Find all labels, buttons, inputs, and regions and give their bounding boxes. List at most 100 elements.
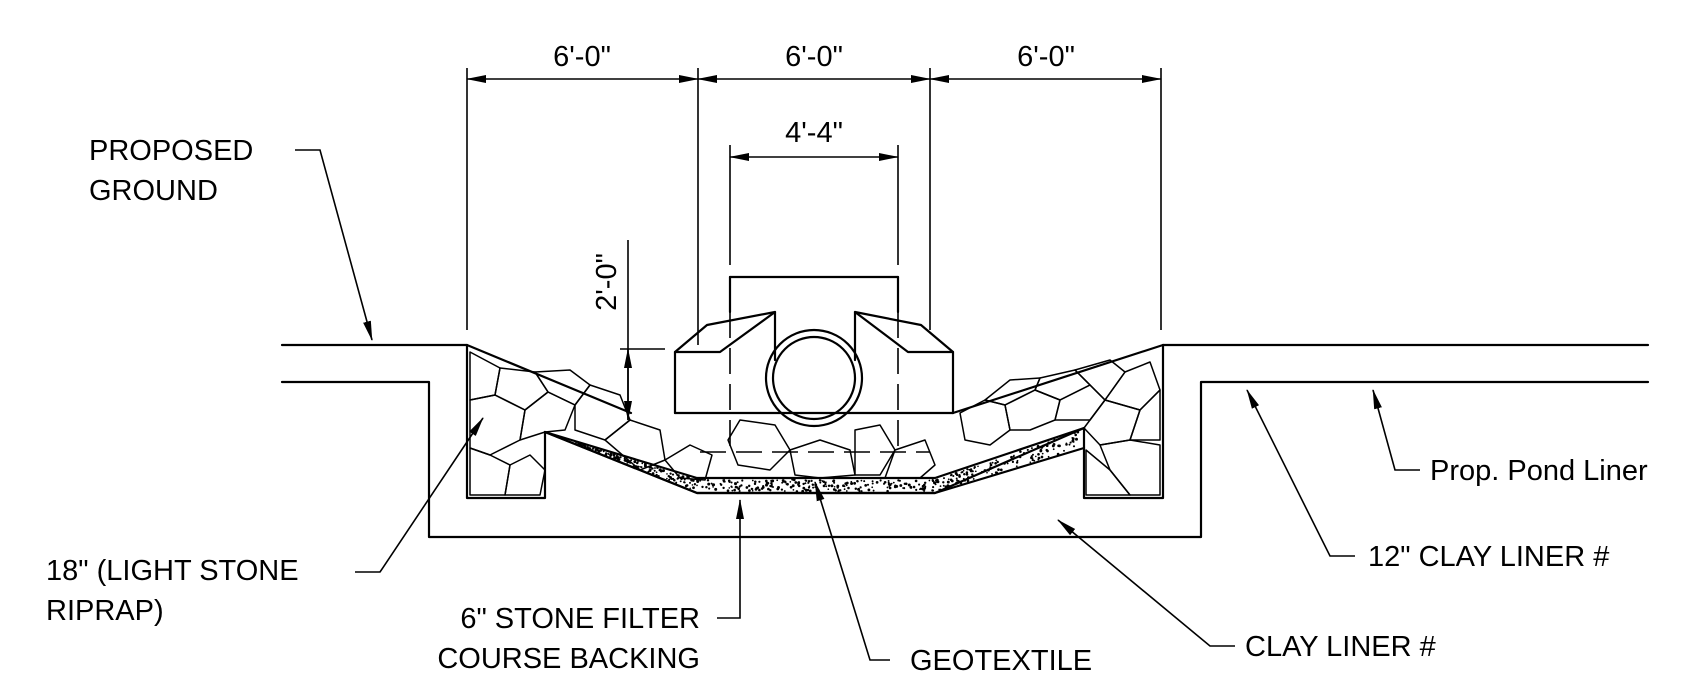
stipple-dot <box>830 484 834 488</box>
stipple-dot <box>1036 444 1040 448</box>
stipple-dot <box>807 479 811 483</box>
stipple-dot <box>753 482 757 486</box>
stipple-dot <box>887 482 891 486</box>
stipple-dot <box>640 466 643 469</box>
stipple-dot <box>801 489 805 493</box>
stone-filter-course <box>543 426 1086 495</box>
stipple-dot <box>962 477 965 480</box>
leader-lines <box>295 149 1420 661</box>
stipple-dot <box>907 483 911 487</box>
stipple-dot <box>974 470 977 473</box>
stipple-dot <box>1012 455 1015 458</box>
stipple-dot <box>932 486 935 489</box>
stipple-dot <box>997 468 1000 471</box>
stipple-dot <box>890 482 893 485</box>
stipple-dot <box>737 487 741 491</box>
stipple-dot <box>931 489 934 492</box>
stipple-dot <box>939 485 942 487</box>
dim-center-width: 6'-0" <box>785 41 843 73</box>
stipple-dot <box>789 481 792 483</box>
stipple-dot <box>804 482 807 485</box>
stipple-dot <box>751 489 754 492</box>
stipple-dot <box>604 453 608 457</box>
stipple-dot <box>1037 456 1041 460</box>
stipple-dot <box>797 484 801 488</box>
stipple-dot <box>781 481 784 484</box>
stipple-dot <box>1015 461 1019 464</box>
stipple-dot <box>922 488 926 491</box>
stipple-dot <box>973 465 976 469</box>
stipple-dot <box>1056 452 1060 456</box>
stipple-dot <box>728 480 731 484</box>
stipple-dot <box>734 485 738 489</box>
stipple-dot <box>1030 447 1033 450</box>
stipple-dot <box>776 479 779 482</box>
stipple-dot <box>1045 444 1049 448</box>
stipple-dot <box>808 489 812 493</box>
stipple-dot <box>899 484 903 487</box>
stipple-dot <box>762 484 765 488</box>
stipple-dot <box>649 468 652 471</box>
headwall-end-section <box>673 275 955 455</box>
stipple-dot <box>769 485 772 487</box>
stipple-dot <box>963 472 966 476</box>
dim-depth: 2'-0" <box>591 253 623 311</box>
stipple-dot <box>791 484 795 488</box>
stipple-dot <box>1006 462 1009 465</box>
stipple-dot <box>1022 452 1026 455</box>
stipple-dot <box>958 473 961 477</box>
stipple-dot <box>662 469 665 473</box>
stipple-dot <box>1047 455 1050 458</box>
stipple-dot <box>910 487 913 489</box>
stipple-dot <box>639 465 641 468</box>
stipple-dot <box>986 468 990 472</box>
stipple-dot <box>643 462 647 466</box>
stipple-dot <box>1063 449 1065 452</box>
stipple-dot <box>942 481 945 484</box>
stipple-dot <box>887 479 890 482</box>
riprap-stones <box>469 351 1161 496</box>
stipple-dot <box>686 475 689 479</box>
stipple-dot <box>616 457 620 460</box>
stipple-dot <box>582 444 585 447</box>
stipple-dot <box>733 488 736 492</box>
stipple-dot <box>892 481 895 484</box>
stipple-dot <box>730 485 733 488</box>
stipple-dot <box>810 479 813 483</box>
stipple-dot <box>839 489 842 492</box>
stipple-dot <box>669 472 672 475</box>
stipple-dot <box>1072 445 1076 448</box>
stipple-dot <box>657 474 660 478</box>
stipple-dot <box>956 479 959 482</box>
stipple-dot <box>844 482 848 485</box>
stipple-dot <box>719 482 722 485</box>
stipple-dot <box>770 481 773 485</box>
stipple-dot <box>867 488 871 492</box>
stipple-dot <box>850 482 854 485</box>
stipple-dot <box>842 484 845 488</box>
proposed-ground-line <box>280 343 1650 415</box>
stipple-dot <box>736 481 739 484</box>
stipple-dot <box>641 462 644 465</box>
trench-outline <box>465 343 1165 500</box>
label-pond-liner: Prop. Pond Liner <box>1430 455 1648 487</box>
stipple-dot <box>1076 430 1080 434</box>
stipple-dot <box>671 473 675 476</box>
stipple-dot <box>946 480 950 484</box>
stipple-dot <box>859 486 862 489</box>
stipple-dot <box>619 456 622 459</box>
stipple-dot <box>764 479 768 483</box>
stipple-dot <box>827 488 830 491</box>
stipple-dot <box>977 465 979 468</box>
stipple-dot <box>942 484 945 487</box>
stipple-dot <box>924 485 927 488</box>
stipple-dot <box>738 489 741 493</box>
stipple-dot <box>854 487 858 490</box>
stipple-dot <box>952 474 955 478</box>
stipple-dot <box>972 477 975 480</box>
stipple-dot <box>1048 442 1051 445</box>
stipple-dot <box>807 482 810 484</box>
pond-liner-outline <box>280 380 1650 539</box>
stipple-dot <box>819 481 822 484</box>
stipple-dot <box>701 485 704 489</box>
